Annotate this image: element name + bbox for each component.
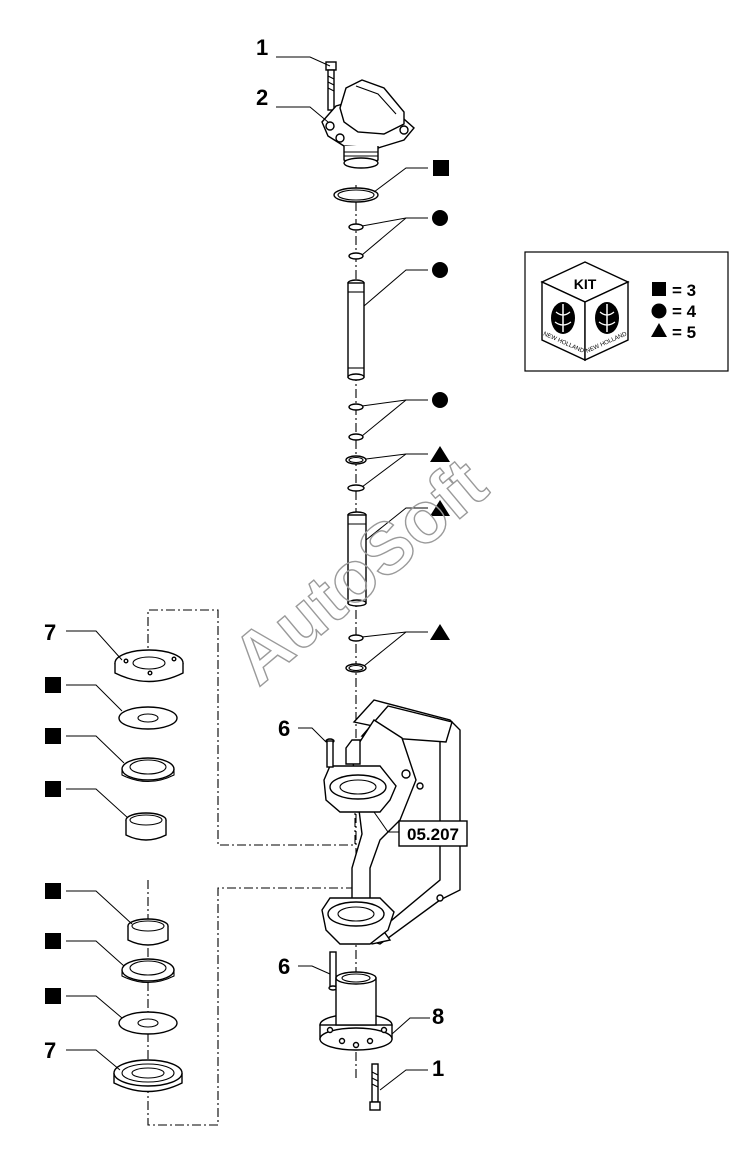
bolt-top — [325, 61, 337, 111]
square-kit-icon — [433, 160, 449, 176]
seal-ring-2 — [348, 252, 364, 260]
flange-hub — [319, 971, 393, 1051]
square-kit-icon — [45, 781, 61, 797]
bushing-lower — [127, 918, 169, 946]
callout-1-top: 1 — [256, 35, 268, 60]
kit-symbols — [45, 160, 450, 1004]
long-shaft — [347, 279, 365, 381]
circle-kit-icon — [432, 262, 448, 278]
reference-label: 05.207 — [407, 825, 459, 844]
swivel-housing-cover — [321, 79, 415, 169]
leader-lines — [66, 56, 430, 1091]
legend-triangle-icon — [651, 323, 667, 337]
bearing-race-lower — [121, 958, 175, 984]
washer-upper — [118, 706, 178, 730]
reference-box: 05.207 — [398, 820, 468, 847]
legend-circle-text: = 4 — [672, 302, 697, 321]
seal-ring-4 — [348, 433, 364, 441]
washer-lower — [118, 1011, 178, 1035]
seal-ring-6 — [347, 484, 365, 492]
pin-upper — [325, 738, 335, 768]
legend-square-icon — [652, 282, 666, 296]
square-kit-icon — [45, 988, 61, 1004]
watermark: AutoSoft — [217, 443, 501, 700]
callout-6-lower: 6 — [278, 954, 290, 979]
bearing-cup-lower — [113, 1059, 183, 1093]
bearing-race-upper — [121, 757, 175, 783]
triangle-kit-icon — [430, 624, 450, 640]
callout-6-upper: 6 — [278, 716, 290, 741]
legend-square-text: = 3 — [672, 281, 696, 300]
square-kit-icon — [45, 728, 61, 744]
square-kit-icon — [45, 883, 61, 899]
upper-bracket-axis — [147, 609, 356, 846]
bushing-upper — [125, 812, 167, 841]
kit-title: KIT — [574, 276, 597, 292]
callout-1-bottom: 1 — [432, 1056, 444, 1081]
bolt-bottom — [369, 1063, 381, 1111]
circle-kit-icon — [432, 210, 448, 226]
square-kit-icon — [45, 677, 61, 693]
swing-frame — [321, 699, 461, 945]
triangle-kit-icon — [430, 446, 450, 462]
seal-ring-3 — [348, 403, 364, 411]
triangle-kit-icon — [430, 500, 450, 516]
legend-triangle-text: = 5 — [672, 323, 696, 342]
circle-kit-icon — [432, 392, 448, 408]
kit-legend: KIT NEW HOLLAND NEW HOLLAND = 3 = 4 = 5 — [524, 251, 729, 372]
callout-7-upper: 7 — [44, 620, 56, 645]
new-holland-leaf-icon — [595, 302, 619, 334]
callout-8: 8 — [432, 1004, 444, 1029]
short-pin — [347, 511, 367, 607]
bearing-cup-upper — [114, 649, 184, 683]
legend-circle-icon — [651, 303, 667, 319]
seal-ring-1 — [348, 223, 364, 231]
seal-ring-7 — [348, 634, 364, 642]
square-kit-icon — [45, 933, 61, 949]
callout-7-lower: 7 — [44, 1038, 56, 1063]
pin-lower — [328, 951, 338, 991]
new-holland-leaf-icon — [551, 302, 575, 334]
callout-2: 2 — [256, 85, 268, 110]
